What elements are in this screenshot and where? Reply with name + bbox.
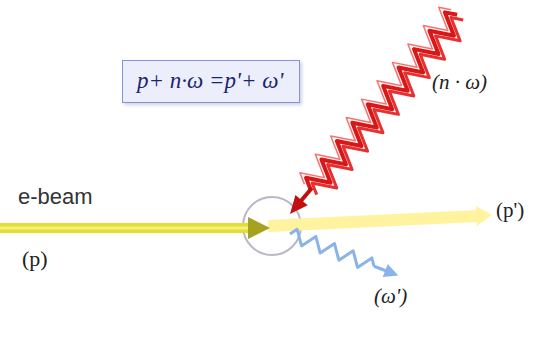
electron-beam [0, 217, 270, 239]
scattered-photon-wave [287, 227, 400, 282]
formula-text: p+ n·ω =p'+ ω' [137, 68, 283, 94]
laser-photon-wave [275, 3, 471, 227]
momentum-label: (p') [496, 198, 524, 223]
photon-label: (ω') [374, 284, 407, 309]
formula-box: p+ n·ω =p'+ ω' [122, 60, 300, 103]
photon-label: (n · ω) [432, 70, 487, 95]
momentum-label: (p) [22, 246, 48, 272]
outgoing-beam [268, 206, 492, 226]
beam-label: e-beam [18, 184, 93, 210]
